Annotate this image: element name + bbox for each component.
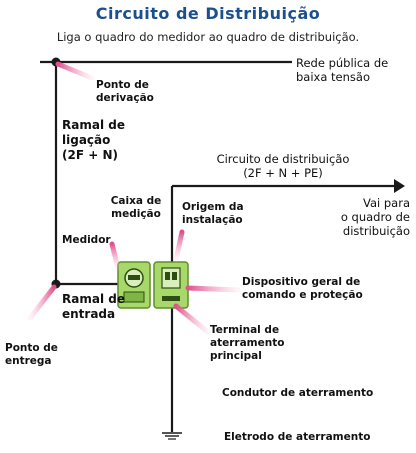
label-public-network: Rede pública de: [296, 56, 388, 70]
label-derivation-point: Ponto de: [96, 79, 149, 91]
protection-box: [153, 261, 189, 309]
pointers: [27, 61, 241, 439]
breaker-icon: [161, 267, 181, 289]
label-service-entrance: Ramal de: [62, 292, 125, 306]
label-grounding-conductor: Condutor de aterramento: [222, 387, 373, 399]
label-delivery-point: Ponto de: [5, 342, 58, 354]
label-distribution-circuit: Circuito de distribuição: [217, 152, 350, 166]
label-installation-origin: Origem da: [182, 201, 244, 213]
page-subtitle: Liga o quadro do medidor ao quadro de di…: [57, 30, 359, 44]
label-public-network-2: baixa tensão: [296, 70, 370, 84]
label-ground-terminal-2: aterramento: [210, 337, 284, 349]
label-service-drop-3: (2F + N): [62, 148, 118, 162]
label-derivation-point-2: derivação: [96, 92, 154, 104]
label-goes-to-3: distribuição: [343, 224, 410, 238]
label-ground-terminal-3: principal: [210, 350, 262, 362]
label-goes-to-2: o quadro de: [341, 210, 410, 224]
label-service-drop-2: ligação: [62, 133, 110, 147]
label-meter-box-2: medição: [111, 208, 161, 220]
label-meter: Medidor: [62, 234, 111, 246]
label-main-protection: Dispositivo geral de: [242, 276, 360, 288]
label-ground-terminal: Terminal de: [210, 324, 279, 336]
label-distribution-circuit-2: (2F + N + PE): [243, 166, 323, 180]
label-service-drop: Ramal de: [62, 118, 125, 132]
label-main-protection-2: comando e proteção: [242, 289, 363, 301]
label-delivery-point-2: entrega: [5, 355, 52, 367]
page-title: Circuito de Distribuição: [96, 4, 320, 23]
label-installation-origin-2: instalação: [182, 214, 243, 226]
arrow-head-icon: [394, 179, 405, 193]
meter-box: [117, 261, 151, 309]
label-meter-box: Caixa de: [111, 195, 162, 207]
ground-terminal-icon: [162, 296, 180, 301]
label-grounding-electrode: Eletrodo de aterramento: [224, 431, 370, 443]
label-service-entrance-2: entrada: [62, 307, 115, 321]
label-goes-to: Vai para: [363, 196, 410, 210]
